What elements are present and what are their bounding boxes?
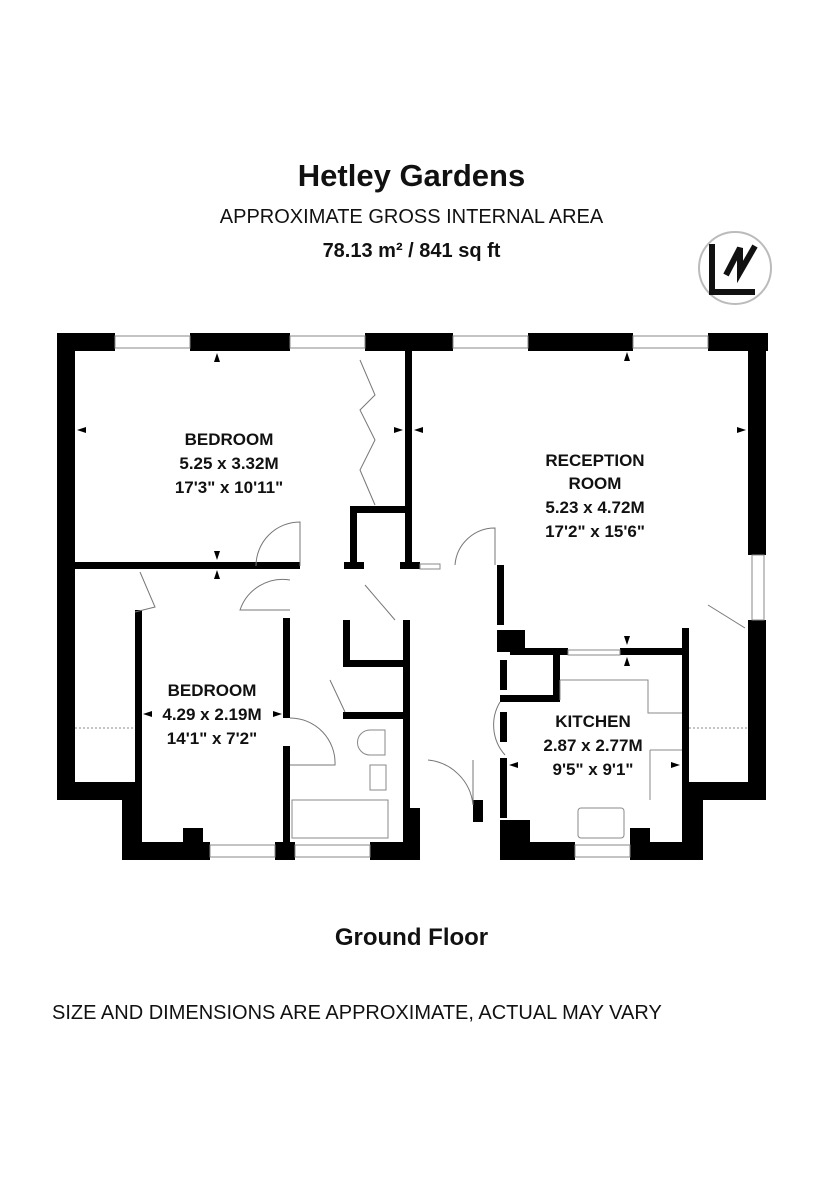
walls — [57, 333, 768, 860]
dimension-arrows — [77, 352, 746, 768]
room-label-bedroom-1: BEDROOM 5.25 x 3.32M 17'3" x 10'11" — [175, 430, 283, 497]
room-metric: 5.25 x 3.32M — [179, 454, 278, 473]
bathtub-icon — [291, 799, 389, 839]
room-metric: 4.29 x 2.19M — [162, 705, 261, 724]
windows — [114, 335, 765, 858]
sink-icon — [577, 807, 625, 839]
disclaimer: SIZE AND DIMENSIONS ARE APPROXIMATE, ACT… — [52, 1002, 662, 1024]
toilet-icon — [357, 729, 386, 756]
fixtures — [75, 679, 748, 839]
room-imperial: 14'1" x 7'2" — [167, 729, 257, 748]
room-imperial: 9'5" x 9'1" — [553, 760, 634, 779]
room-imperial: 17'2" x 15'6" — [545, 522, 645, 541]
room-label-kitchen: KITCHEN 2.87 x 2.77M 9'5" x 9'1" — [543, 712, 642, 779]
basin-icon — [369, 764, 387, 791]
room-name: BEDROOM — [168, 681, 257, 700]
room-metric: 5.23 x 4.72M — [545, 498, 644, 517]
room-name: BEDROOM — [185, 430, 274, 449]
room-name-2: ROOM — [569, 474, 622, 493]
room-label-reception: RECEPTION ROOM 5.23 x 4.72M 17'2" x 15'6… — [545, 451, 645, 541]
north-arrow-icon — [698, 231, 772, 305]
floor-label: Ground Floor — [334, 924, 489, 951]
room-name: RECEPTION — [545, 451, 644, 470]
doors — [134, 359, 746, 806]
gross-area: 78.13 m² / 841 sq ft — [322, 240, 501, 262]
room-name: KITCHEN — [555, 712, 631, 731]
room-imperial: 17'3" x 10'11" — [175, 478, 283, 497]
room-metric: 2.87 x 2.77M — [543, 736, 642, 755]
room-label-bedroom-2: BEDROOM 4.29 x 2.19M 14'1" x 7'2" — [162, 681, 261, 748]
property-title: Hetley Gardens — [297, 158, 526, 193]
area-caption: APPROXIMATE GROSS INTERNAL AREA — [219, 206, 604, 228]
